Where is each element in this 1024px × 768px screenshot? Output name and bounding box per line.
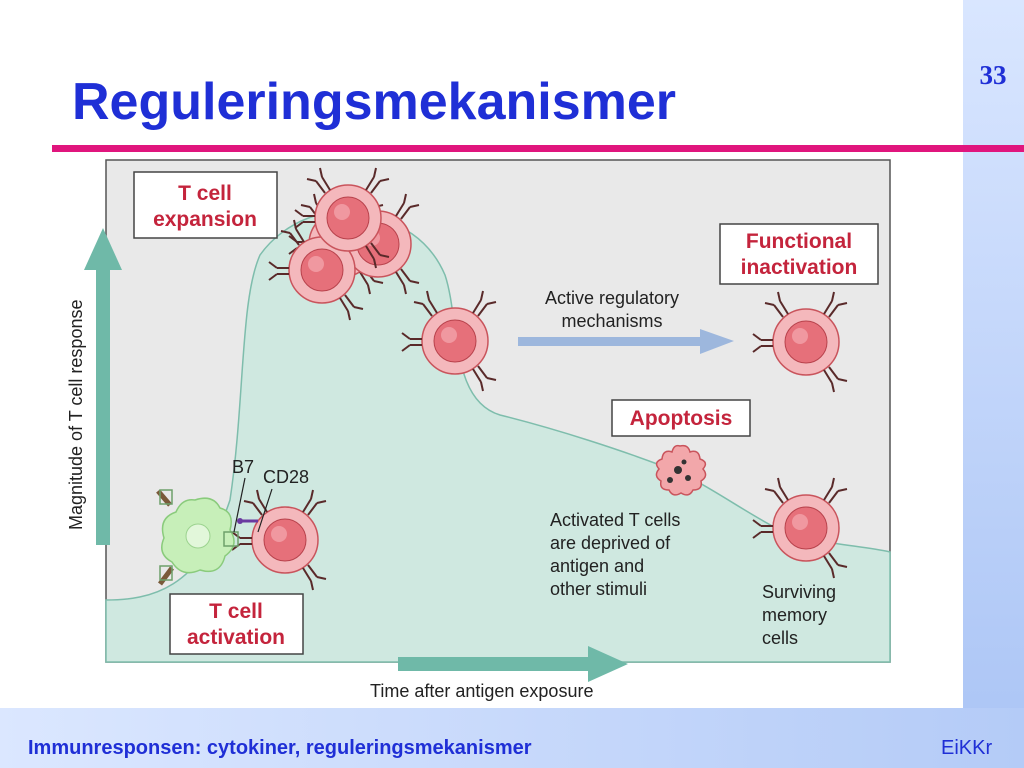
deprived-label-line-2: are deprived of bbox=[550, 533, 671, 553]
footer-author: EiKKr bbox=[941, 737, 993, 759]
footer-band bbox=[0, 708, 1024, 768]
b7-leader bbox=[233, 477, 246, 533]
y-axis-label: Magnitude of T cell response bbox=[66, 300, 86, 530]
b7-label: B7 bbox=[232, 457, 254, 477]
regulatory-arrow bbox=[518, 329, 734, 354]
cd28-label: CD28 bbox=[263, 467, 309, 487]
functional-inactivation-line-2: inactivation bbox=[741, 256, 858, 279]
deprived-label-line-4: other stimuli bbox=[550, 579, 647, 599]
footer-title: Immunresponsen: cytokiner, reguleringsme… bbox=[28, 737, 532, 759]
functional-inactivation-line-1: Functional bbox=[746, 230, 852, 253]
apoptosis-label: Apoptosis bbox=[630, 407, 733, 430]
t-cell-expansion-line-1: T cell bbox=[178, 182, 232, 205]
deprived-label-line-1: Activated T cells bbox=[550, 510, 680, 530]
title-underline bbox=[52, 145, 1024, 152]
regulatory-label-line-1: Active regulatory bbox=[545, 288, 679, 308]
regulatory-label-line-2: mechanisms bbox=[561, 311, 662, 331]
memory-label-line-1: Surviving bbox=[762, 582, 836, 602]
t-cell-expansion-line-2: expansion bbox=[153, 208, 257, 231]
cd28-leader bbox=[257, 488, 273, 533]
t-cell-activation-box: T cell activation bbox=[169, 593, 304, 655]
x-axis-arrow bbox=[398, 646, 628, 682]
apoptosis-box: Apoptosis bbox=[611, 399, 751, 437]
t-cell-activation-line-2: activation bbox=[187, 626, 285, 649]
memory-label-line-3: cells bbox=[762, 628, 798, 648]
x-axis-label: Time after antigen exposure bbox=[370, 681, 593, 701]
memory-label-line-2: memory bbox=[762, 605, 827, 625]
t-cell-activation-line-1: T cell bbox=[209, 600, 263, 623]
right-decor-band bbox=[963, 0, 1024, 768]
t-cell-expansion-box: T cell expansion bbox=[133, 171, 278, 239]
functional-inactivation-box: Functional inactivation bbox=[719, 223, 879, 285]
deprived-label-line-3: antigen and bbox=[550, 556, 644, 576]
y-axis-arrow bbox=[84, 228, 122, 545]
antigen-presenting-cell bbox=[156, 489, 258, 586]
slide-title: Reguleringsmekanismer bbox=[72, 73, 677, 131]
apoptotic-cell bbox=[655, 444, 707, 496]
slide-number: 33 bbox=[979, 60, 1007, 90]
